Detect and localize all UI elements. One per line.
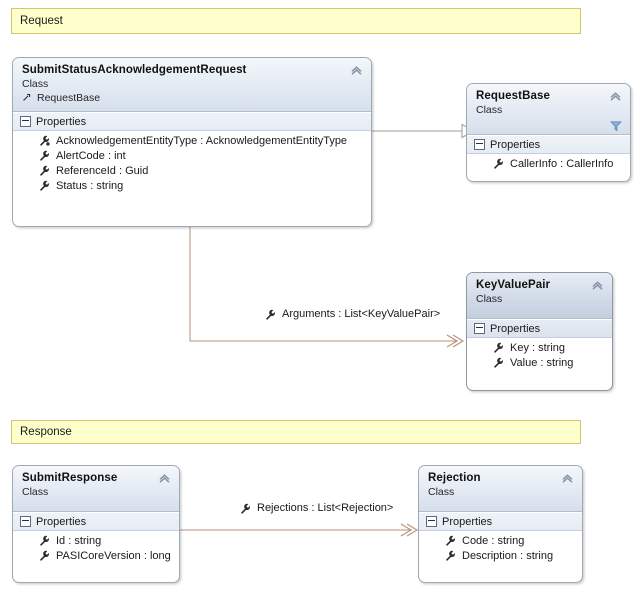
- compartment-header-properties[interactable]: Properties: [467, 135, 630, 154]
- member-label: Description : string: [462, 549, 554, 562]
- class-submit-response[interactable]: SubmitResponse Class Properties Id : str…: [12, 465, 180, 583]
- member-row[interactable]: AlertCode : int: [13, 148, 371, 163]
- member-label: ReferenceId : Guid: [56, 164, 149, 177]
- rejections-association-label[interactable]: Rejections : List<Rejection>: [240, 502, 393, 514]
- member-label: CallerInfo : CallerInfo: [510, 157, 614, 170]
- inheritance-arrow-icon: [23, 94, 31, 101]
- class-stereotype: Class: [476, 293, 503, 305]
- member-label: Value : string: [510, 356, 574, 369]
- class-key-value-pair[interactable]: KeyValuePair Class Properties Key : stri…: [466, 272, 613, 391]
- rejections-association-connector: [180, 523, 419, 537]
- chevron-up-icon[interactable]: [350, 64, 363, 77]
- class-stereotype: Class: [476, 104, 503, 116]
- compartment-header-properties[interactable]: Properties: [419, 512, 582, 531]
- member-label: Code : string: [462, 534, 525, 547]
- wrench-icon: [40, 535, 49, 546]
- class-title: SubmitResponse: [22, 472, 118, 484]
- member-row[interactable]: Id : string: [13, 533, 179, 548]
- arguments-association-connector: [189, 226, 465, 348]
- class-base-reference[interactable]: RequestBase: [22, 91, 363, 105]
- member-row[interactable]: Value : string: [467, 355, 612, 370]
- class-submit-status-acknowledgement-request[interactable]: SubmitStatusAcknowledgementRequest Class…: [12, 57, 372, 227]
- member-list: AcknowledgementEntityType : Acknowledgem…: [13, 131, 371, 198]
- wrench-icon: [494, 158, 503, 169]
- class-title: RequestBase: [476, 90, 550, 102]
- chevron-up-icon[interactable]: [158, 472, 171, 485]
- compartment-label: Properties: [490, 322, 541, 335]
- collapse-toggle-icon[interactable]: [474, 323, 485, 334]
- member-row[interactable]: ReferenceId : Guid: [13, 163, 371, 178]
- member-row[interactable]: Description : string: [419, 548, 582, 563]
- chevron-up-icon[interactable]: [591, 279, 604, 292]
- member-row[interactable]: CallerInfo : CallerInfo: [467, 156, 630, 171]
- compartment-label: Properties: [36, 515, 87, 528]
- arguments-association-label-text: Arguments : List<KeyValuePair>: [282, 308, 441, 320]
- wrench-icon: [494, 342, 503, 353]
- collapse-toggle-icon[interactable]: [20, 116, 31, 127]
- collapse-toggle-icon[interactable]: [20, 516, 31, 527]
- compartment-header-properties[interactable]: Properties: [467, 319, 612, 338]
- member-list: Key : string Value : string: [467, 338, 612, 375]
- class-request-base[interactable]: RequestBase Class Properties CallerInfo …: [466, 83, 631, 182]
- collapse-toggle-icon[interactable]: [426, 516, 437, 527]
- wrench-icon: [40, 135, 50, 146]
- member-row[interactable]: Code : string: [419, 533, 582, 548]
- chevron-up-icon[interactable]: [609, 90, 622, 103]
- inheritance-connector: [372, 123, 476, 139]
- collapse-toggle-icon[interactable]: [474, 139, 485, 150]
- member-row[interactable]: Status : string: [13, 178, 371, 193]
- arguments-association-label[interactable]: Arguments : List<KeyValuePair>: [265, 308, 440, 320]
- wrench-icon: [40, 165, 49, 176]
- member-row[interactable]: Key : string: [467, 340, 612, 355]
- member-list: Id : string PASICoreVersion : long: [13, 531, 179, 568]
- wrench-icon: [446, 535, 455, 546]
- class-header[interactable]: Rejection Class: [419, 466, 582, 512]
- wrench-icon: [494, 357, 503, 368]
- member-label: AcknowledgementEntityType : Acknowledgem…: [56, 134, 348, 147]
- compartment-label: Properties: [490, 138, 541, 151]
- chevron-up-icon[interactable]: [561, 472, 574, 485]
- member-list: CallerInfo : CallerInfo: [467, 154, 630, 176]
- member-row[interactable]: AcknowledgementEntityType : Acknowledgem…: [13, 133, 371, 148]
- request-banner-label: Request: [20, 15, 63, 27]
- compartment-label: Properties: [442, 515, 493, 528]
- member-label: PASICoreVersion : long: [56, 549, 171, 562]
- wrench-icon: [40, 150, 49, 161]
- response-banner[interactable]: Response: [11, 420, 581, 444]
- member-list: Code : string Description : string: [419, 531, 582, 568]
- wrench-icon: [266, 309, 275, 320]
- class-header[interactable]: SubmitStatusAcknowledgementRequest Class…: [13, 58, 371, 112]
- wrench-icon: [40, 180, 49, 191]
- rejections-association-label-text: Rejections : List<Rejection>: [257, 502, 394, 514]
- class-title: Rejection: [428, 472, 481, 484]
- request-banner[interactable]: Request: [11, 8, 581, 34]
- class-rejection[interactable]: Rejection Class Properties Code : string…: [418, 465, 583, 583]
- compartment-header-properties[interactable]: Properties: [13, 512, 179, 531]
- class-stereotype: Class: [22, 78, 49, 90]
- class-title: SubmitStatusAcknowledgementRequest: [22, 64, 247, 76]
- member-row[interactable]: PASICoreVersion : long: [13, 548, 179, 563]
- member-label: Id : string: [56, 534, 102, 547]
- class-header[interactable]: KeyValuePair Class: [467, 273, 612, 319]
- filter-icon[interactable]: [610, 120, 622, 132]
- compartment-header-properties[interactable]: Properties: [13, 112, 371, 131]
- class-title: KeyValuePair: [476, 279, 551, 291]
- class-header[interactable]: SubmitResponse Class: [13, 466, 179, 512]
- wrench-icon: [241, 503, 250, 514]
- class-base-label: RequestBase: [37, 92, 101, 104]
- member-label: Status : string: [56, 179, 124, 192]
- class-stereotype: Class: [22, 486, 49, 498]
- wrench-icon: [40, 550, 49, 561]
- wrench-icon: [446, 550, 455, 561]
- member-label: Key : string: [510, 341, 566, 354]
- response-banner-label: Response: [20, 426, 72, 438]
- compartment-label: Properties: [36, 115, 87, 128]
- class-header[interactable]: RequestBase Class: [467, 84, 630, 135]
- member-label: AlertCode : int: [56, 149, 126, 162]
- class-stereotype: Class: [428, 486, 455, 498]
